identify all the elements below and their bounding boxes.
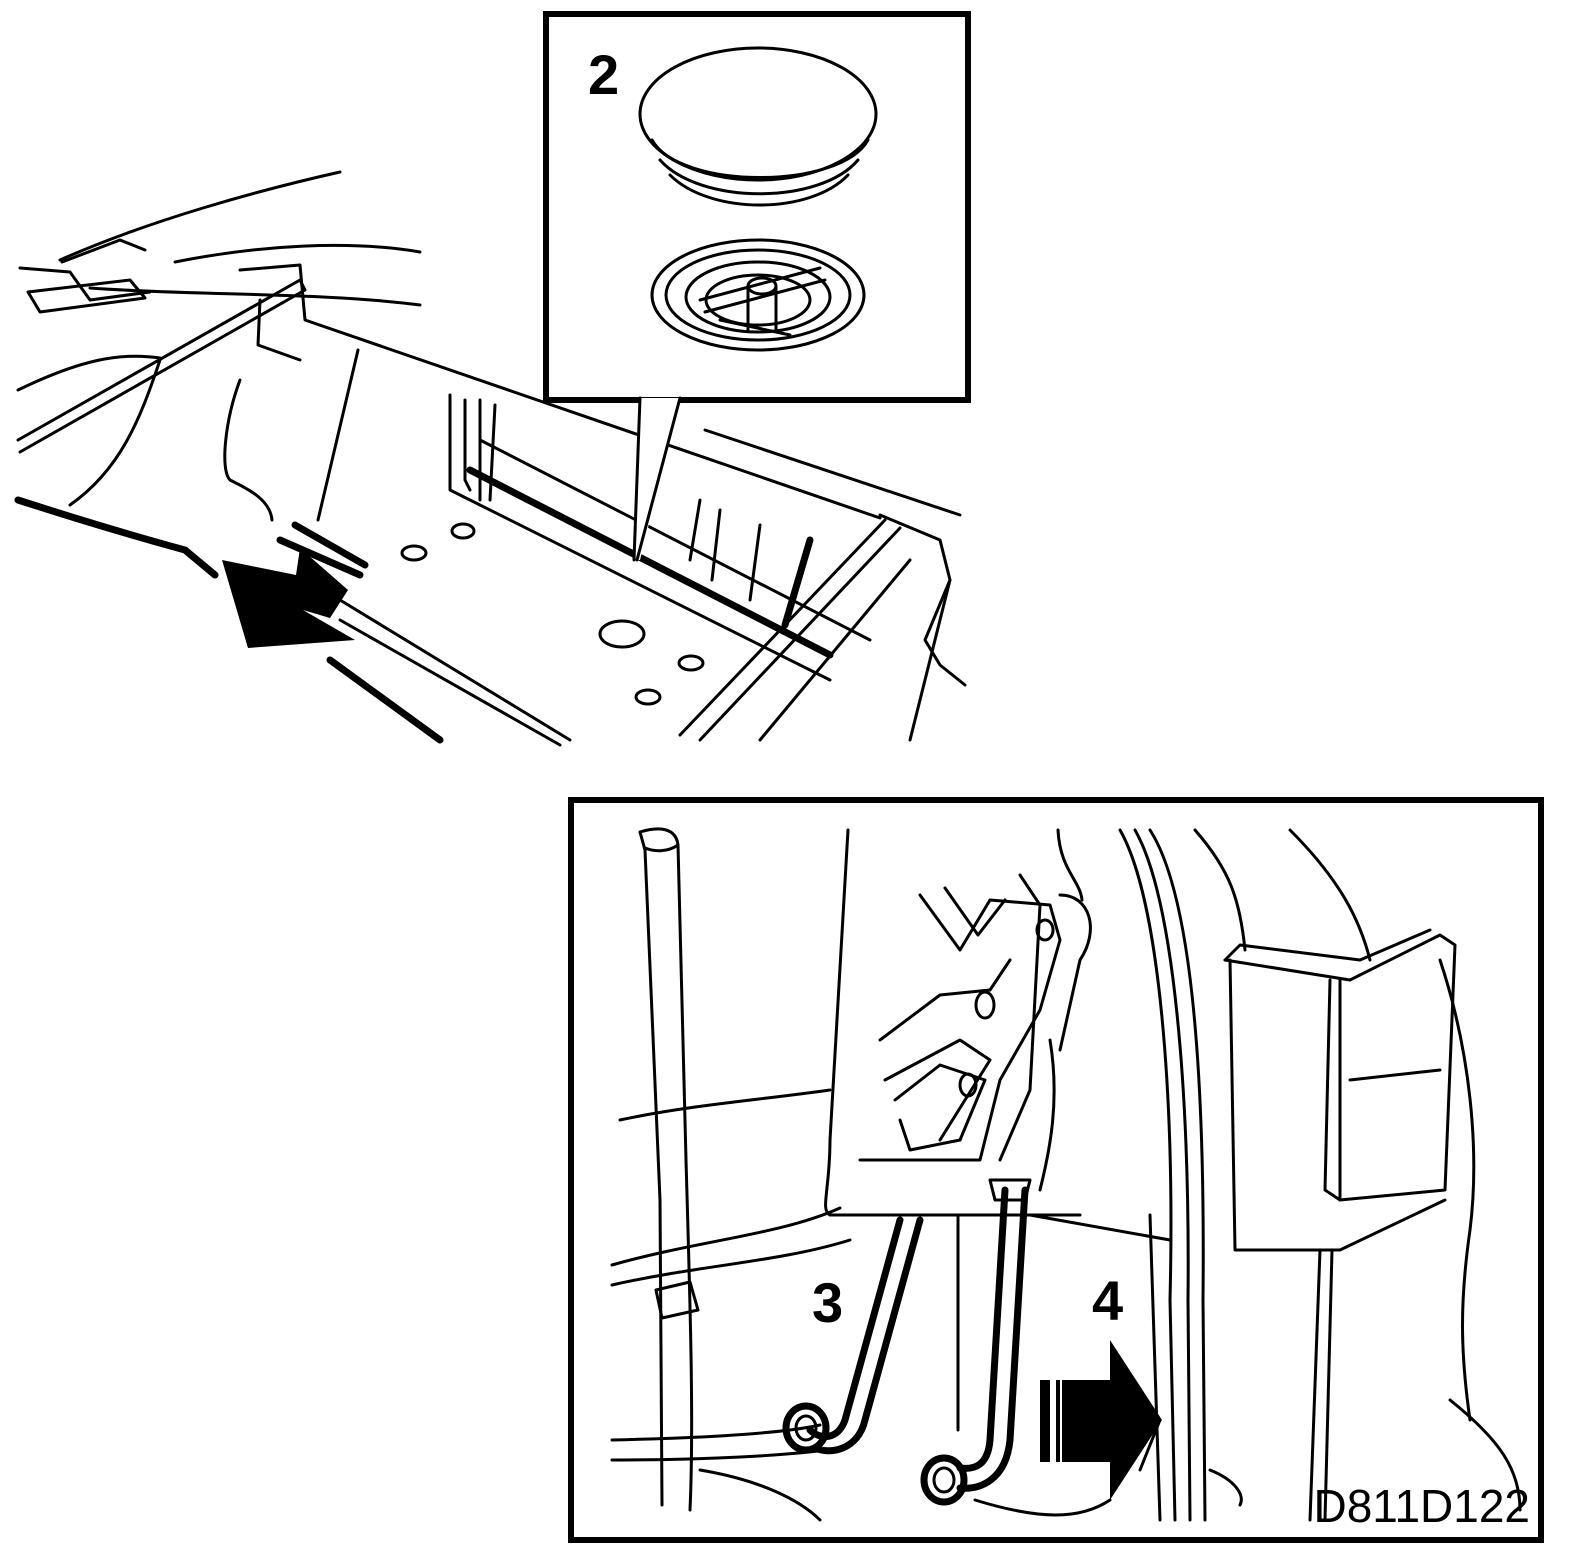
roof-overview-drawing [14,170,967,747]
plug-detail-inset [543,11,971,562]
drawing-code-label: D811D122 [1313,1480,1530,1532]
callout-4-label: 4 [1092,1269,1123,1332]
direction-arrow-left [222,548,355,648]
direction-arrow-right [1062,1340,1162,1500]
callout-3-label: 3 [812,1271,843,1334]
drain-hose-detail-inset [568,797,1544,1543]
callout-2-label: 2 [588,43,619,106]
